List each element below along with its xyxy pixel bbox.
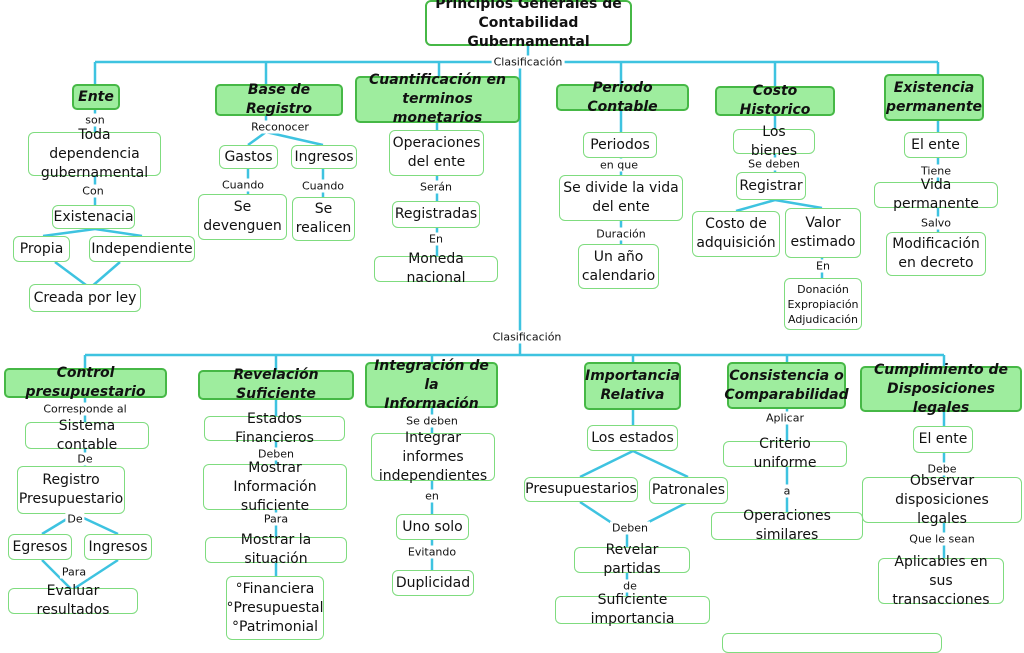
control-de-label-1: De bbox=[75, 452, 95, 466]
costo-se-deben-label: Se deben bbox=[746, 157, 802, 171]
classification-label-top: Clasificación bbox=[491, 55, 565, 69]
periodo-heading: Periodo Contable bbox=[556, 80, 689, 115]
importancia-estados-node: Los estados bbox=[587, 425, 678, 451]
consistencia-a-label: a bbox=[781, 484, 793, 498]
integracion-se-deben-label: Se deben bbox=[404, 414, 460, 428]
cuant-operaciones-node: Operaciones del ente bbox=[389, 130, 484, 176]
control-ingresos-node: Ingresos bbox=[84, 534, 152, 560]
control-de-label-2: De bbox=[65, 512, 85, 526]
integracion-uno-node: Uno solo bbox=[396, 514, 469, 540]
base-registro-heading: Base de Registro bbox=[215, 82, 343, 117]
costo-valor-node: Valor estimado bbox=[785, 208, 861, 258]
cuant-en-label: En bbox=[427, 232, 445, 246]
ente-propia-node: Propia bbox=[13, 236, 70, 262]
classification-label-mid: Clasificación bbox=[490, 330, 564, 344]
control-sistema-node: Sistema contable bbox=[25, 418, 149, 453]
existencia-ente-node: El ente bbox=[904, 132, 967, 158]
costo-registrar-node: Registrar bbox=[736, 172, 806, 200]
existencia-tiene-label: Tiene bbox=[919, 164, 953, 178]
revelacion-estados-node: Estados Financieros bbox=[204, 411, 345, 446]
ente-independiente-node: Independiente bbox=[89, 236, 195, 262]
consistencia-operaciones-node: Operaciones similares bbox=[711, 508, 863, 543]
cumplimiento-que-le-label: Que le sean bbox=[907, 532, 977, 546]
cuant-moneda-node: Moneda nacional bbox=[374, 251, 498, 286]
root-node: Principios Generales de Contabilidad Gub… bbox=[425, 0, 632, 50]
ente-heading: Ente bbox=[72, 84, 120, 110]
revelacion-para-label: Para bbox=[261, 512, 291, 526]
base-reconocer-label: Reconocer bbox=[249, 120, 311, 134]
control-registro-node: Registro Presupuestario bbox=[17, 466, 125, 514]
revelacion-lista-node: °Financiera °Presupuestal °Patrimonial bbox=[226, 576, 324, 640]
cumplimiento-ente-node: El ente bbox=[913, 426, 973, 453]
cuantificacion-heading: Cuantificación en terminos monetarios bbox=[355, 72, 520, 126]
cuant-registradas-node: Registradas bbox=[392, 201, 480, 228]
cut-off-node bbox=[722, 633, 942, 653]
consistencia-criterio-node: Criterio uniforme bbox=[723, 436, 847, 471]
cumplimiento-debe-label: Debe bbox=[925, 462, 959, 476]
costo-bienes-node: Los bienes bbox=[733, 124, 815, 159]
control-egresos-node: Egresos bbox=[8, 534, 72, 560]
periodo-en-que-label: en que bbox=[598, 158, 640, 172]
costo-donacion-node: Donación Expropiación Adjudicación bbox=[784, 278, 862, 330]
importancia-suficiente-node: Suficiente importancia bbox=[555, 592, 710, 627]
costo-adquisicion-node: Costo de adquisición bbox=[692, 211, 780, 257]
ente-son-label: son bbox=[83, 113, 107, 127]
periodo-duracion-label: Duración bbox=[594, 227, 648, 241]
periodo-divide-node: Se divide la vida del ente bbox=[559, 175, 683, 221]
cumplimiento-heading: Cumplimiento de Disposiciones legales bbox=[860, 362, 1022, 416]
importancia-heading: Importancia Relativa bbox=[584, 362, 681, 410]
base-devenguen-node: Se devenguen bbox=[198, 194, 287, 240]
integracion-heading: Integración de la Información bbox=[365, 358, 498, 412]
control-corresponde-label: Corresponde al bbox=[41, 402, 129, 416]
ente-con-label: Con bbox=[80, 184, 106, 198]
importancia-revelar-node: Revelar partidas bbox=[574, 542, 690, 577]
existencia-modificacion-node: Modificación en decreto bbox=[886, 232, 986, 276]
integracion-integrar-node: Integrar informes independientes bbox=[371, 430, 495, 484]
existencia-salvo-label: Salvo bbox=[918, 216, 954, 230]
periodo-anio-node: Un año calendario bbox=[578, 244, 659, 289]
control-presupuestario-heading: Control presupuestario bbox=[4, 365, 167, 400]
costo-historico-heading: Costo Historico bbox=[715, 83, 835, 118]
existencia-vida-node: Vida permanente bbox=[874, 177, 998, 212]
importancia-deben-label: Deben bbox=[610, 521, 650, 535]
revelacion-mostrar-info-node: Mostrar Información suficiente bbox=[203, 460, 347, 514]
importancia-de-label: de bbox=[621, 579, 639, 593]
cumplimiento-aplicables-node: Aplicables en sus transacciones bbox=[878, 554, 1004, 608]
importancia-patronales-node: Patronales bbox=[649, 477, 728, 504]
revelacion-heading: Revelación Suficiente bbox=[198, 367, 354, 402]
base-gastos-node: Gastos bbox=[219, 145, 278, 169]
importancia-presupuestarios-node: Presupuestarios bbox=[524, 477, 638, 502]
base-ingresos-node: Ingresos bbox=[291, 145, 357, 169]
base-realicen-node: Se realicen bbox=[292, 197, 355, 241]
consistencia-aplicar-label: Aplicar bbox=[764, 411, 806, 425]
base-cuando-label-2: Cuando bbox=[299, 179, 347, 193]
costo-en-label: En bbox=[814, 259, 832, 273]
ente-creada-node: Creada por ley bbox=[29, 284, 141, 312]
revelacion-mostrar-sit-node: Mostrar la situación bbox=[205, 532, 347, 567]
integracion-en-label: en bbox=[423, 489, 441, 503]
cumplimiento-observar-node: Observar disposiciones legales bbox=[862, 473, 1022, 527]
control-evaluar-node: Evaluar resultados bbox=[8, 583, 138, 618]
periodo-periodos-node: Periodos bbox=[583, 132, 657, 158]
existencia-heading: Existencia permanente bbox=[884, 74, 984, 121]
integracion-evitando-label: Evitando bbox=[405, 545, 459, 559]
consistencia-heading: Consistencia o Comparabilidad bbox=[724, 362, 849, 409]
ente-existencia-node: Existenacia bbox=[52, 205, 135, 229]
revelacion-deben-label: Deben bbox=[256, 447, 296, 461]
integracion-duplicidad-node: Duplicidad bbox=[392, 570, 474, 596]
ente-dependencia-node: Toda dependencia gubernamental bbox=[28, 127, 161, 181]
control-para-label: Para bbox=[59, 565, 89, 579]
cuant-seran-label: Serán bbox=[418, 180, 454, 194]
base-cuando-label-1: Cuando bbox=[219, 178, 267, 192]
